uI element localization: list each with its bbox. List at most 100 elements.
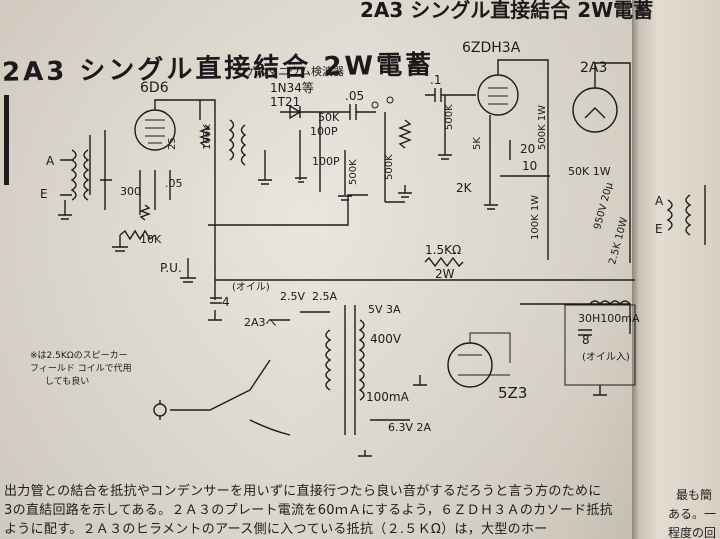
label-50k: 50K — [318, 111, 340, 124]
label-25a: 2.5A — [312, 290, 337, 303]
label-10k: 10K — [140, 233, 162, 246]
label-25k-10w: 2.5K 10W — [607, 216, 630, 266]
label-500k-b: 500K — [348, 159, 359, 185]
label-diode: ゲルマニウム検波器 — [245, 64, 344, 78]
label-pu: P.U. — [160, 261, 182, 275]
body-line-2: 3の直結回路を示してある。２Ａ３のプレート電流を60ｍＡにするよう，６ＺＤＨ３Ａ… — [4, 503, 613, 518]
schematic-line — [497, 59, 549, 260]
label-1t21: 1T21 — [270, 95, 300, 109]
right-text-2: ある。一 — [668, 507, 717, 521]
schematic-line — [112, 235, 128, 252]
label-c1: .1 — [430, 73, 441, 87]
schematic-line — [484, 115, 550, 210]
next-page-edge — [632, 0, 720, 539]
schematic-line — [488, 87, 508, 105]
top-title: 2A3 シングル直接結合 2W電蓄 — [360, 0, 654, 22]
schematic-line — [386, 96, 394, 104]
note-line1: ※は2.5KΩのスピーカー — [30, 350, 128, 361]
schematic-line — [145, 119, 165, 144]
schematic-line — [425, 88, 476, 102]
label-100p-a: 100P — [310, 125, 338, 138]
schematic-line — [214, 200, 635, 300]
tube-5z3 — [447, 342, 493, 388]
label-100k: 100K — [202, 124, 213, 150]
label-c8: 8 — [582, 333, 590, 347]
label-15k: 1.5KΩ — [425, 243, 461, 257]
label-earth: E — [40, 187, 48, 201]
schematic-line — [584, 62, 631, 263]
schematic-line — [154, 99, 216, 200]
schematic-line — [89, 130, 112, 210]
note-line3: しても良い — [45, 375, 89, 387]
label-diode-type: 1N34等 — [270, 81, 314, 95]
tube-5z3-label: 5Z3 — [498, 384, 527, 402]
label-63v: 6.3V 2A — [388, 421, 432, 434]
schematic-line — [398, 185, 412, 198]
schematic-line — [258, 111, 350, 192]
tube-6d6-label: 6D6 — [140, 80, 169, 96]
schematic-line — [228, 119, 235, 161]
label-25: 25 — [167, 137, 178, 150]
tube-2a3 — [572, 87, 618, 133]
schematic-line — [413, 375, 427, 386]
tube-2a3-label: 2A3 — [580, 60, 607, 76]
label-10: 10 — [522, 159, 537, 173]
secondary-coil — [358, 319, 365, 401]
label-05a: .05 — [345, 89, 364, 103]
label-20: 20 — [520, 142, 535, 156]
label-oil-in: (オイル入) — [582, 351, 630, 363]
label-50k-1w: 50K 1W — [568, 165, 611, 178]
power-switch — [170, 359, 291, 436]
schematic-line — [295, 130, 307, 183]
schematic-line — [344, 305, 356, 435]
label-100p-b: 100P — [312, 155, 340, 168]
label-oil: (オイル) — [232, 281, 270, 293]
label-5v3a: 5V 3A — [368, 303, 401, 316]
label-2w: 2W — [435, 267, 455, 281]
body-line-3: ように配す。２Ａ３のヒラメントのアース側に入つている抵抗（２.５ＫΩ）は，大型の… — [4, 522, 548, 537]
diode — [280, 104, 310, 120]
schematic-line — [578, 329, 607, 396]
schematic-line — [384, 112, 412, 203]
schematic-line — [208, 194, 368, 226]
schematic-line — [358, 419, 410, 457]
transformer-coil — [240, 124, 247, 166]
label-500k-c: 500K — [444, 104, 455, 130]
right-text-3: 程度の回 — [668, 526, 717, 539]
body-line-1: 出力管との結合を抵抗やコンデンサーを用いずに直接行つたら良い音がするだろうと言う… — [4, 484, 602, 499]
tube-6zdh3a-label: 6ZDH3A — [462, 40, 521, 56]
label-05b: .05 — [165, 177, 183, 190]
choke-coil — [520, 300, 631, 334]
label-5k: 5K — [472, 137, 483, 150]
res-1-5k — [424, 256, 464, 268]
note-line2: フィールド コイルで代用 — [30, 363, 132, 374]
label-300: 300 — [120, 185, 141, 198]
res-100k — [199, 124, 211, 147]
right-label-e: E — [655, 222, 663, 236]
schematic-line — [666, 185, 706, 245]
label-choke: 30H100mA — [578, 312, 640, 325]
label-antenna: A — [46, 154, 55, 168]
label-to-2a3: 2A3へ — [244, 316, 277, 329]
schematic-line — [349, 104, 376, 120]
schematic-line — [458, 332, 511, 376]
margin-bar — [4, 95, 9, 185]
res-10k — [119, 229, 156, 241]
ground-left — [58, 200, 72, 220]
label-500k-vol: 500K — [384, 154, 395, 180]
label-25v: 2.5V — [280, 290, 305, 303]
label-100ma: 100mA — [366, 390, 410, 404]
tube-6zdh3a — [477, 74, 519, 116]
schematic-line — [438, 95, 452, 160]
schematic-line — [371, 101, 379, 109]
label-c4: 4 — [222, 295, 230, 309]
label-100k-1w: 100K 1W — [530, 195, 541, 240]
label-400v: 400V — [370, 332, 402, 346]
input-coil-2 — [83, 149, 90, 201]
schematic-line — [139, 170, 171, 221]
right-label-a: A — [655, 194, 664, 208]
primary-coil — [325, 329, 332, 391]
label-2k: 2K — [456, 181, 473, 195]
